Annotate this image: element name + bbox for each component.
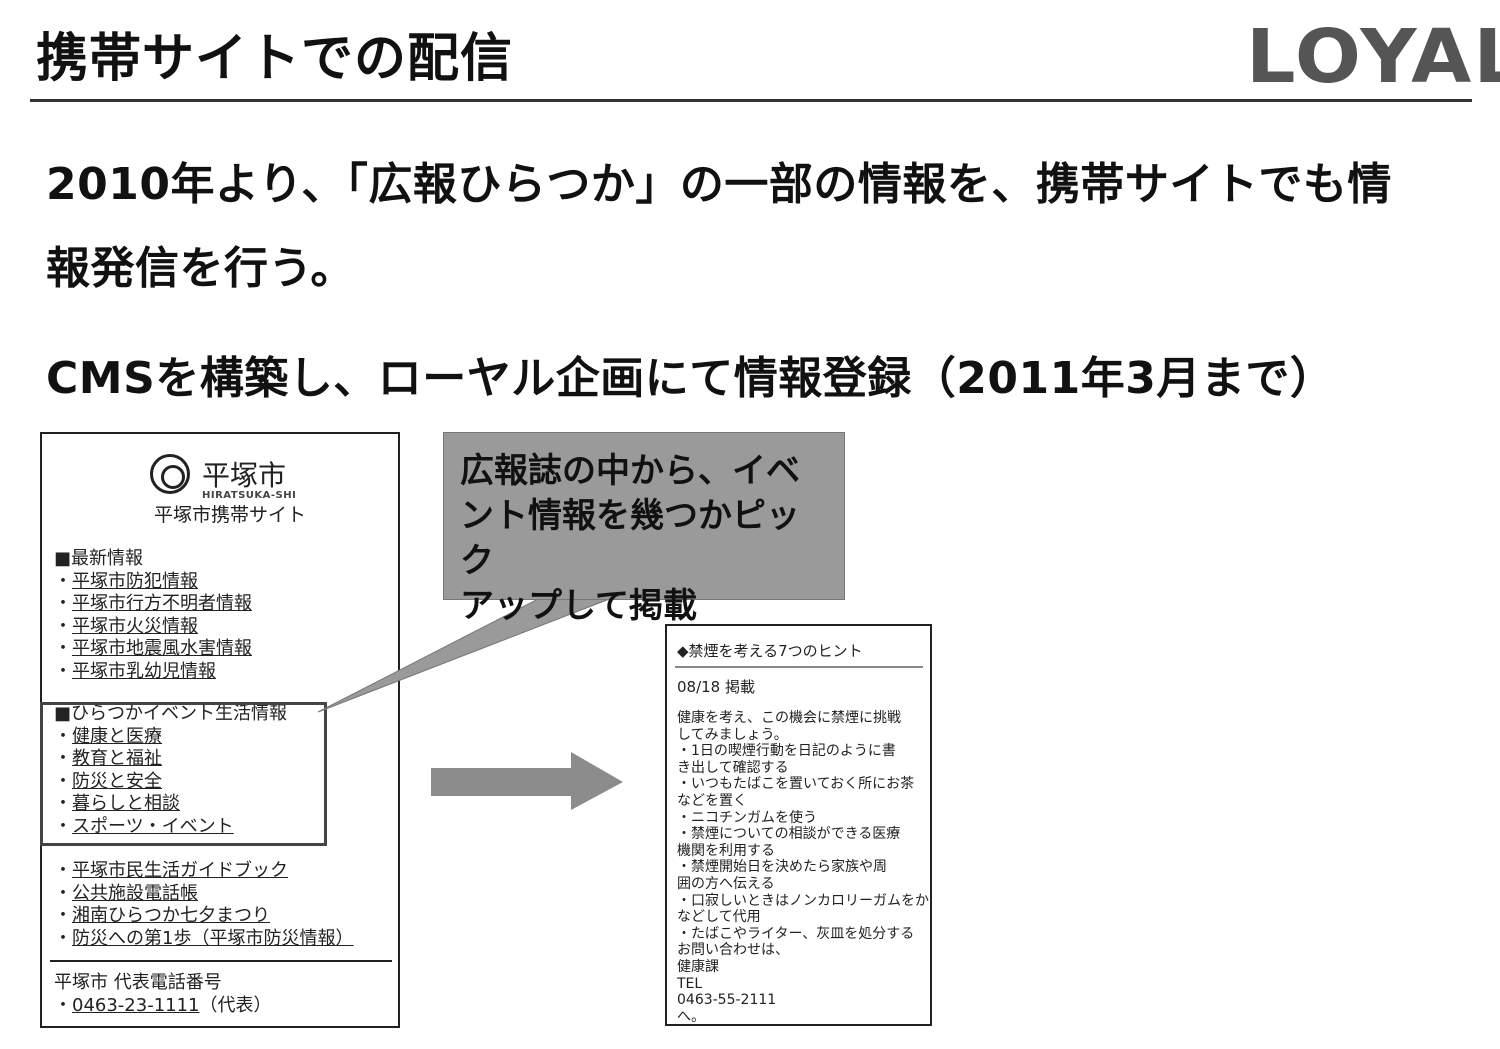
arrow-right-icon (431, 752, 623, 810)
events-item[interactable]: ・教育と福祉 (54, 748, 162, 770)
article-line: TEL (677, 975, 703, 992)
mobile-site-top-screen: 平塚市 HIRATSUKA-SHI 平塚市携帯サイト ■最新情報 ・平塚市防犯情… (40, 432, 400, 1028)
events-item-label: スポーツ・イベント (72, 815, 234, 837)
events-item[interactable]: ・暮らしと相談 (54, 793, 180, 815)
callout-box: 広報誌の中から、イベ ント情報を幾つかピック アップして掲載 (443, 432, 845, 626)
article-line: などして代用 (677, 909, 761, 926)
article-date: 08/18 掲載 (677, 678, 755, 696)
mobile-article-screen: ◆禁煙を考える7つのヒント 08/18 掲載 健康を考え、この機会に禁煙に挑戦 … (665, 624, 932, 1026)
article-line: 健康課 (677, 958, 719, 975)
article-line: き出して確認する (677, 759, 789, 776)
events-item[interactable]: ・スポーツ・イベント (54, 815, 234, 837)
extra-links-section: ・平塚市民生活ガイドブック ・公共施設電話帳 ・湘南ひらつか七夕まつり ・防災へ… (54, 860, 353, 950)
footer-phone-link[interactable]: 0463-23-1111 (72, 994, 200, 1016)
article-line: ・いつもたばこを置いておく所にお茶 (677, 776, 915, 793)
news-item[interactable]: ・平塚市行方不明者情報 (54, 593, 252, 615)
article-divider (675, 666, 923, 668)
article-line: 健康を考え、この機会に禁煙に挑戦 (677, 710, 901, 726)
footer-label: 平塚市 代表電話番号 (54, 972, 222, 993)
article-line: してみましょう。 (677, 726, 788, 743)
extra-link-label: 平塚市民生活ガイドブック (72, 860, 288, 881)
news-item-label: 平塚市地震風水害情報 (72, 638, 252, 660)
news-item-label: 平塚市行方不明者情報 (72, 593, 252, 615)
footer-phone-row: ・0463-23-1111（代表） (54, 994, 272, 1016)
article-line: ・1日の喫煙行動を日記のように書 (677, 743, 896, 760)
body-line-1: 2010年より、「広報ひらつか」の一部の情報を、携帯サイトでも情 (46, 159, 1392, 210)
site-name: 平塚市携帯サイト (154, 504, 307, 526)
callout-text: 広報誌の中から、イベ ント情報を幾つかピック アップして掲載 (460, 449, 830, 629)
events-item-label: 暮らしと相談 (72, 793, 180, 815)
news-item-label: 平塚市防犯情報 (72, 570, 198, 592)
article-line: 機関を利用する (677, 842, 775, 859)
article-line: へ。 (677, 1008, 705, 1025)
slide-title: 携帯サイトでの配信 (36, 29, 514, 89)
callout-line: アップして掲載 (460, 586, 697, 626)
extra-link-label: 公共施設電話帳 (72, 882, 198, 904)
news-item[interactable]: ・平塚市地震風水害情報 (54, 638, 252, 660)
footer-phone-suffix: （代表） (199, 994, 272, 1016)
callout-line: ント情報を幾つかピック (460, 496, 800, 581)
footer-divider (50, 960, 392, 962)
events-item-label: 教育と福祉 (72, 748, 162, 770)
news-item[interactable]: ・平塚市乳幼児情報 (54, 660, 216, 682)
article-line: お問い合わせは、 (677, 942, 789, 959)
article-title: ◆禁煙を考える7つのヒント (677, 642, 863, 660)
article-line: ・禁煙についての相談ができる医療 (677, 826, 901, 843)
article-line: ・ニコチンガムを使う (677, 809, 817, 826)
city-emblem-icon (150, 454, 190, 494)
events-header: ■ひらつかイベント生活情報 (54, 703, 288, 724)
extra-link-label: 湘南ひらつか七夕まつり (72, 905, 270, 927)
article-line: 0463-55-2111 (677, 992, 777, 1009)
news-item[interactable]: ・平塚市防犯情報 (54, 570, 198, 592)
loyal-logo: LOYAL (1246, 14, 1500, 100)
callout-line: 広報誌の中から、イベ (460, 451, 800, 491)
article-line: ・禁煙開始日を決めたら家族や周 (677, 859, 887, 876)
news-item-label: 平塚市火災情報 (72, 615, 198, 637)
extra-link[interactable]: ・平塚市民生活ガイドブック (54, 860, 288, 881)
title-divider (30, 99, 1472, 102)
article-line: などを置く (677, 792, 747, 809)
news-item[interactable]: ・平塚市火災情報 (54, 615, 198, 637)
extra-link[interactable]: ・防災への第1歩（平塚市防災情報） (54, 927, 354, 949)
events-section: ■ひらつかイベント生活情報 ・健康と医療 ・教育と福祉 ・防災と安全 ・暮らしと… (54, 703, 287, 839)
city-name: 平塚市 (202, 459, 287, 492)
events-item-label: 防災と安全 (72, 770, 162, 792)
events-item[interactable]: ・防災と安全 (54, 770, 162, 792)
events-highlight-box (40, 702, 327, 846)
events-item[interactable]: ・健康と医療 (54, 725, 162, 747)
city-roman-name: HIRATSUKA-SHI (202, 490, 297, 501)
phone-footer: 平塚市 代表電話番号 ・0463-23-1111（代表） (54, 972, 272, 1017)
article-line: 囲の方へ伝える (677, 875, 775, 892)
article-body: 健康を考え、この機会に禁煙に挑戦 してみましょう。 ・1日の喫煙行動を日記のよう… (677, 710, 932, 1025)
body-line-3: CMSを構築し、ローヤル企画にて情報登録（2011年3月まで） (46, 353, 1335, 404)
events-item-label: 健康と医療 (72, 725, 162, 747)
news-section: ■最新情報 ・平塚市防犯情報 ・平塚市行方不明者情報 ・平塚市火災情報 ・平塚市… (54, 548, 252, 684)
extra-link[interactable]: ・湘南ひらつか七夕まつり (54, 905, 270, 927)
article-line: ・たばこやライター、灰皿を処分する (677, 925, 915, 942)
extra-link-label: 防災への第1歩（平塚市防災情報） (72, 927, 354, 949)
news-item-label: 平塚市乳幼児情報 (72, 660, 216, 682)
body-line-2: 報発信を行う。 (46, 243, 355, 294)
news-header: ■最新情報 (54, 548, 144, 569)
extra-link[interactable]: ・公共施設電話帳 (54, 882, 198, 904)
article-line: ・口寂しいときはノンカロリーガムをかむ (677, 892, 932, 909)
